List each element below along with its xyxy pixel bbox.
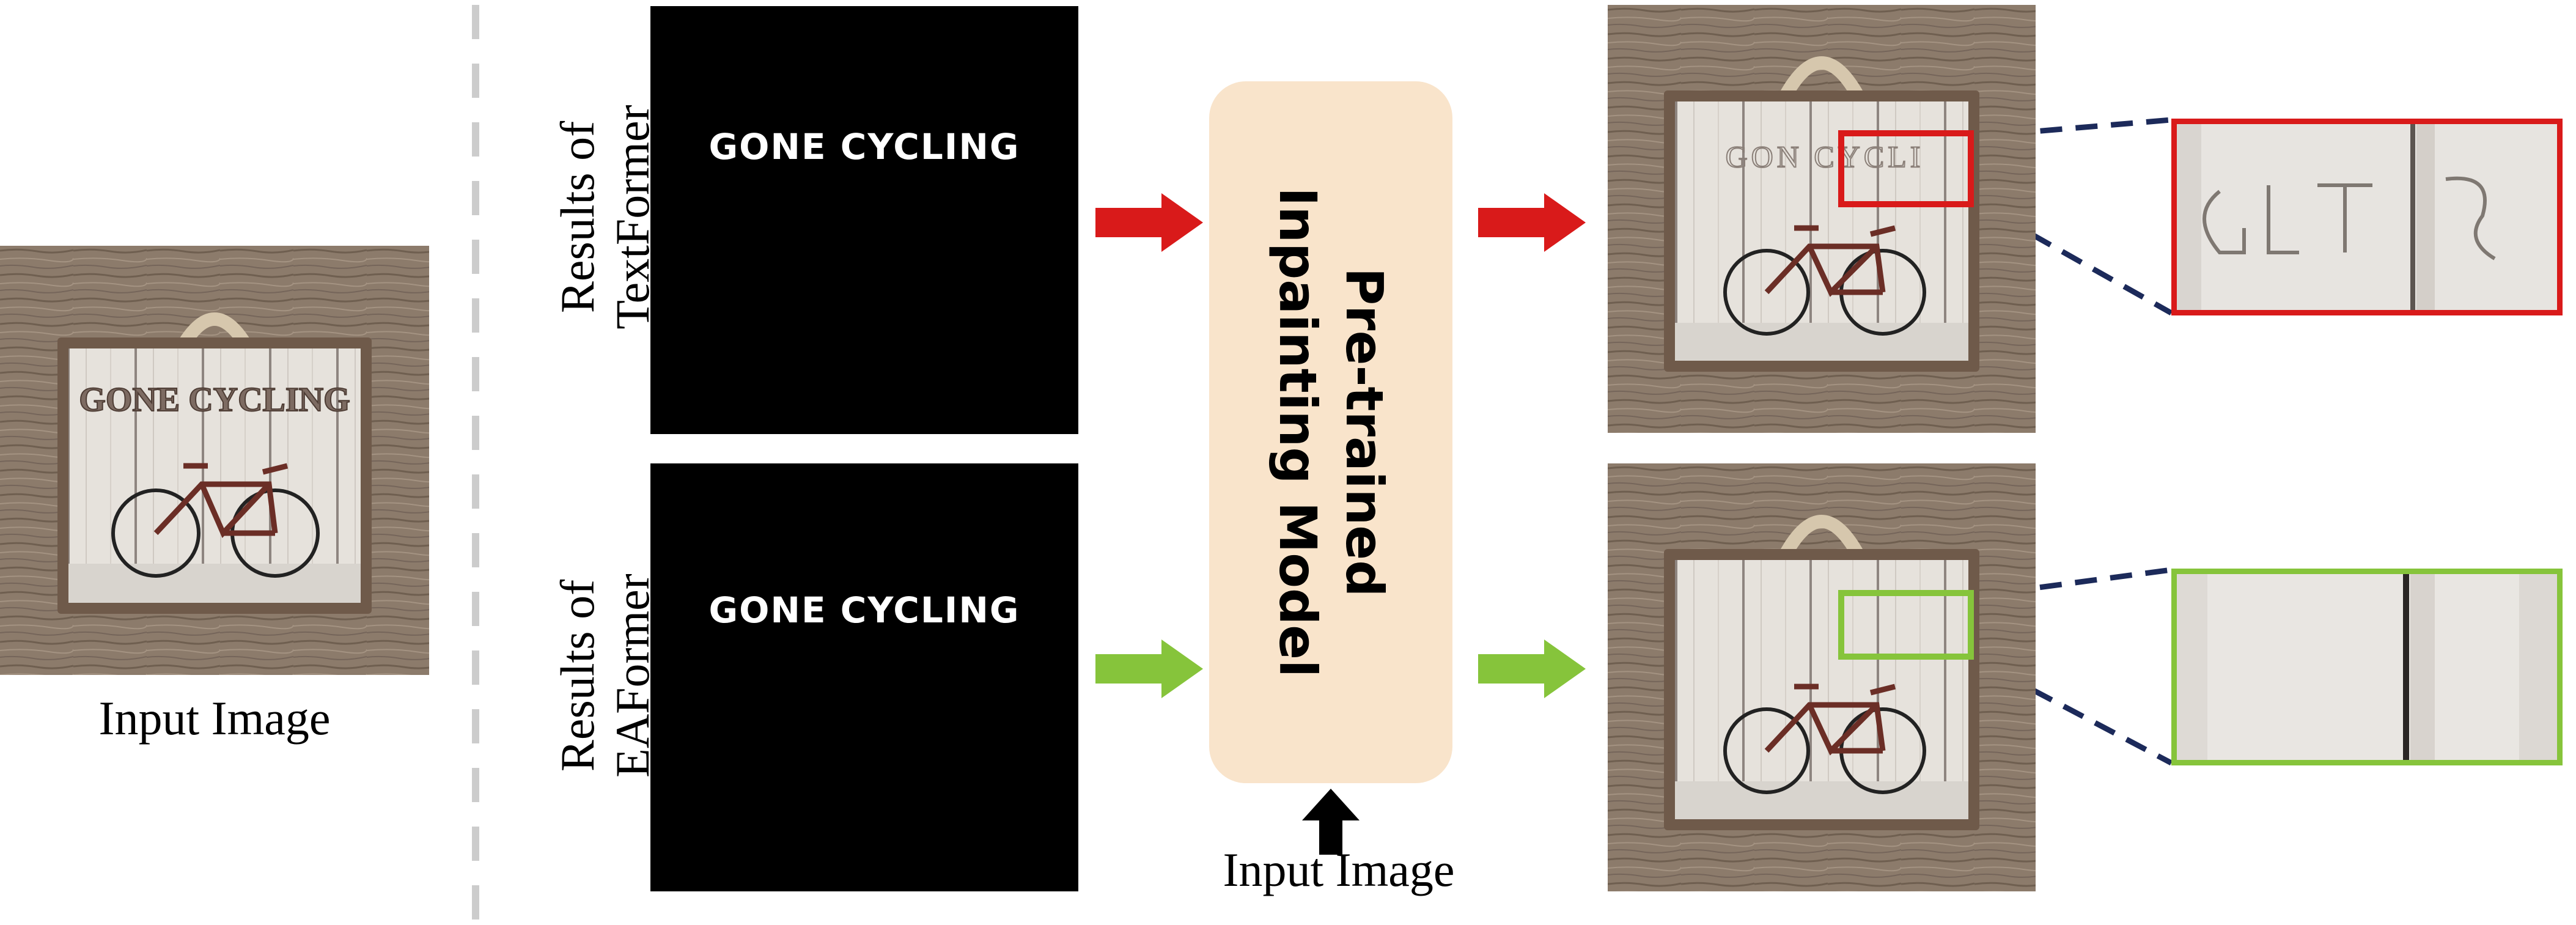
model-input-caption: Input Image xyxy=(1223,843,1455,896)
output-textformer: GON CYCLI xyxy=(1608,5,2036,433)
arrow-input-to-model xyxy=(1302,789,1360,855)
highlight-box-red xyxy=(1838,130,1974,207)
highlight-box-green xyxy=(1838,590,1974,660)
arrow-model-to-output-green xyxy=(1478,639,1586,698)
output-eaformer xyxy=(1608,463,2036,891)
mask-text: GONE CYCLING xyxy=(708,126,1020,168)
arrow-mask-to-model-green xyxy=(1095,639,1203,698)
input-image-caption: Input Image xyxy=(98,691,331,745)
input-photo: GONE CYCLING xyxy=(0,246,429,675)
arrow-model-to-output-red xyxy=(1478,193,1586,252)
residual-text: GON CYCLI xyxy=(1726,139,1924,174)
dashed-separator xyxy=(471,5,480,922)
sign-text: GONE CYCLING xyxy=(79,381,350,419)
bicycle-icon xyxy=(1723,225,1926,336)
bicycle-icon xyxy=(111,463,320,578)
bicycle-icon xyxy=(1723,684,1926,794)
inpainting-model-box xyxy=(1209,81,1452,783)
arrow-mask-to-model-red xyxy=(1095,193,1203,252)
zoom-panel-textformer xyxy=(2171,119,2563,315)
model-title-line2: Inpainting Model xyxy=(1268,187,1328,677)
zoom-panel-eaformer xyxy=(2171,569,2563,765)
model-title-line1: Pre-trained xyxy=(1334,267,1395,597)
mask-eaformer: GONE CYCLING xyxy=(650,463,1078,891)
mask-textformer: GONE CYCLING xyxy=(650,6,1078,434)
mask-text: GONE CYCLING xyxy=(708,589,1020,631)
inpainting-model-title: Pre-trained Inpainting Model xyxy=(1209,81,1452,783)
